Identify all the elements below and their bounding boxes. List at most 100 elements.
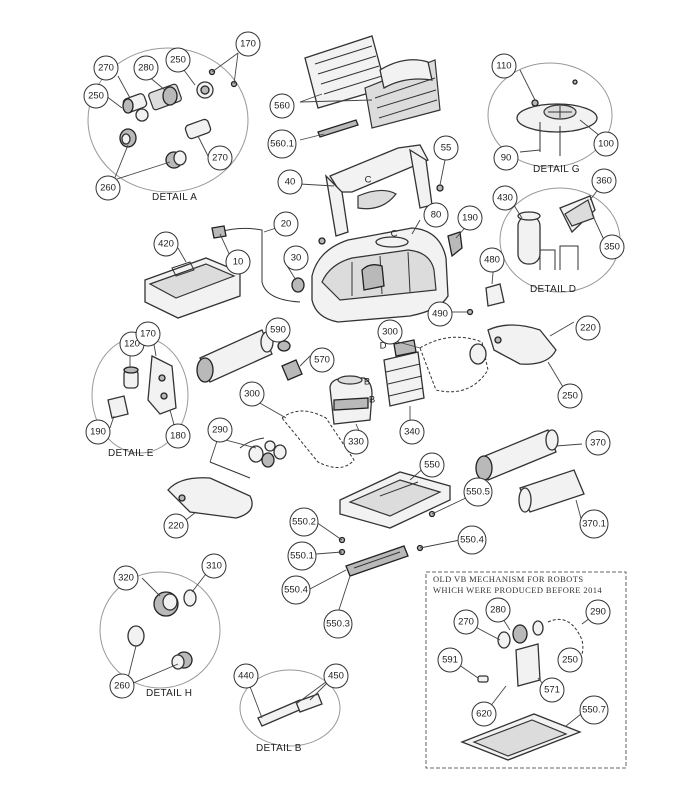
callout-circle bbox=[201, 553, 227, 579]
callout-label: 550 bbox=[424, 460, 440, 471]
callout-label: 550.4 bbox=[460, 535, 484, 546]
callout-label: 370 bbox=[590, 438, 606, 449]
callout-c80: 80 bbox=[423, 202, 449, 228]
callout-label: 550.3 bbox=[326, 619, 350, 630]
callout-c290: 290 bbox=[207, 417, 233, 443]
callout-label: 340 bbox=[404, 427, 420, 438]
callout-label: 90 bbox=[501, 153, 512, 164]
callout-circle bbox=[323, 663, 349, 689]
callout-circle bbox=[427, 301, 453, 327]
callout-label: 270 bbox=[98, 63, 114, 74]
callout-label: 350 bbox=[604, 242, 620, 253]
callout-c10: 10 bbox=[225, 249, 251, 275]
callout-c490: 490 bbox=[427, 301, 453, 327]
callout-circle bbox=[225, 249, 251, 275]
callout-c560: 560 bbox=[269, 93, 295, 119]
callout-label: 620 bbox=[476, 709, 492, 720]
callout-c270o: 270 bbox=[453, 609, 479, 635]
callout-c250a: 250 bbox=[83, 83, 109, 109]
robot-body bbox=[311, 227, 449, 323]
callout-circle bbox=[267, 129, 297, 159]
right-brush-roller bbox=[475, 429, 559, 481]
detail-b-parts bbox=[257, 693, 323, 727]
pump-motor bbox=[383, 339, 425, 407]
callout-circle bbox=[343, 429, 369, 455]
brush-sleeve-end bbox=[518, 487, 532, 513]
callout-label: 571 bbox=[544, 685, 560, 696]
callout-c5501: 550.1 bbox=[287, 541, 317, 571]
callout-circle bbox=[433, 135, 459, 161]
callout-circle bbox=[133, 55, 159, 81]
callout-c110: 110 bbox=[491, 53, 517, 79]
callout-circle bbox=[165, 423, 191, 449]
left-plate-screw bbox=[178, 494, 186, 502]
callout-c320: 320 bbox=[113, 565, 139, 591]
callout-c250o: 250 bbox=[557, 647, 583, 673]
callout-label: 370.1 bbox=[582, 519, 606, 530]
callout-c5504b: 550.4 bbox=[281, 575, 311, 605]
letter-mark-b2: B bbox=[369, 395, 375, 406]
cable-plug bbox=[211, 225, 227, 239]
old-mechanism-parts bbox=[460, 618, 584, 761]
detail-g-parts bbox=[516, 79, 598, 156]
callout-label: 550.1 bbox=[290, 551, 314, 562]
left-brush-roller bbox=[196, 329, 274, 383]
callout-c620: 620 bbox=[471, 701, 497, 727]
part-480-cap bbox=[485, 283, 505, 307]
callout-c180: 180 bbox=[165, 423, 191, 449]
callout-label: 220 bbox=[168, 521, 184, 532]
callout-c350: 350 bbox=[599, 234, 625, 260]
callout-label: 30 bbox=[291, 253, 302, 264]
callout-circle bbox=[85, 419, 111, 445]
callout-circle bbox=[437, 647, 463, 673]
old-mechanism-title-line1: OLD VB MECHANISM FOR ROBOTS bbox=[433, 574, 583, 584]
callout-label: 55 bbox=[441, 143, 452, 154]
callout-circle bbox=[153, 231, 179, 257]
callout-group: 270250280250170260270560560.111010090405… bbox=[83, 31, 625, 727]
swivel-cable bbox=[219, 227, 301, 303]
callout-circle bbox=[453, 609, 479, 635]
callout-c250c: 250 bbox=[557, 383, 583, 409]
callout-c590: 590 bbox=[265, 317, 291, 343]
detail-g-label: DETAIL G bbox=[533, 164, 580, 175]
callout-c570: 570 bbox=[309, 347, 335, 373]
callout-c450: 450 bbox=[323, 663, 349, 689]
callout-label: 10 bbox=[233, 257, 244, 268]
callout-label: 170 bbox=[240, 39, 256, 50]
callout-c100: 100 bbox=[593, 131, 619, 157]
callout-label: 440 bbox=[238, 671, 254, 682]
callout-circle bbox=[493, 145, 519, 171]
callout-label: 320 bbox=[118, 573, 134, 584]
callout-label: 480 bbox=[484, 255, 500, 266]
callout-c260h: 260 bbox=[109, 673, 135, 699]
callout-c90: 90 bbox=[493, 145, 519, 171]
callout-label: 290 bbox=[212, 425, 228, 436]
left-side-plate bbox=[167, 477, 253, 519]
callout-c430: 430 bbox=[492, 185, 518, 211]
callout-label: 591 bbox=[442, 655, 458, 666]
detail-g-ring bbox=[487, 62, 613, 168]
callout-label: 260 bbox=[100, 183, 116, 194]
old-mechanism-box bbox=[425, 571, 627, 769]
callout-label: 590 bbox=[270, 325, 286, 336]
detail-a-ring bbox=[87, 47, 249, 193]
callout-circle bbox=[377, 319, 403, 345]
callout-c330: 330 bbox=[343, 429, 369, 455]
callout-c300a: 300 bbox=[377, 319, 403, 345]
handle bbox=[318, 144, 444, 245]
callout-label: 310 bbox=[206, 561, 222, 572]
callout-c370: 370 bbox=[585, 430, 611, 456]
callout-label: 550.7 bbox=[582, 705, 606, 716]
callout-c5601: 560.1 bbox=[267, 129, 297, 159]
part-190-clip bbox=[447, 231, 463, 258]
callout-c30: 30 bbox=[283, 245, 309, 271]
callout-label: 330 bbox=[348, 437, 364, 448]
letter-mark-d1: D bbox=[380, 341, 387, 352]
callout-c5502: 550.2 bbox=[289, 507, 319, 537]
callout-label: 280 bbox=[138, 63, 154, 74]
right-track bbox=[419, 336, 489, 393]
callout-label: 120 bbox=[124, 339, 140, 350]
callout-c591: 591 bbox=[437, 647, 463, 673]
callout-label: 550.4 bbox=[284, 585, 308, 596]
callout-label: 250 bbox=[562, 655, 578, 666]
